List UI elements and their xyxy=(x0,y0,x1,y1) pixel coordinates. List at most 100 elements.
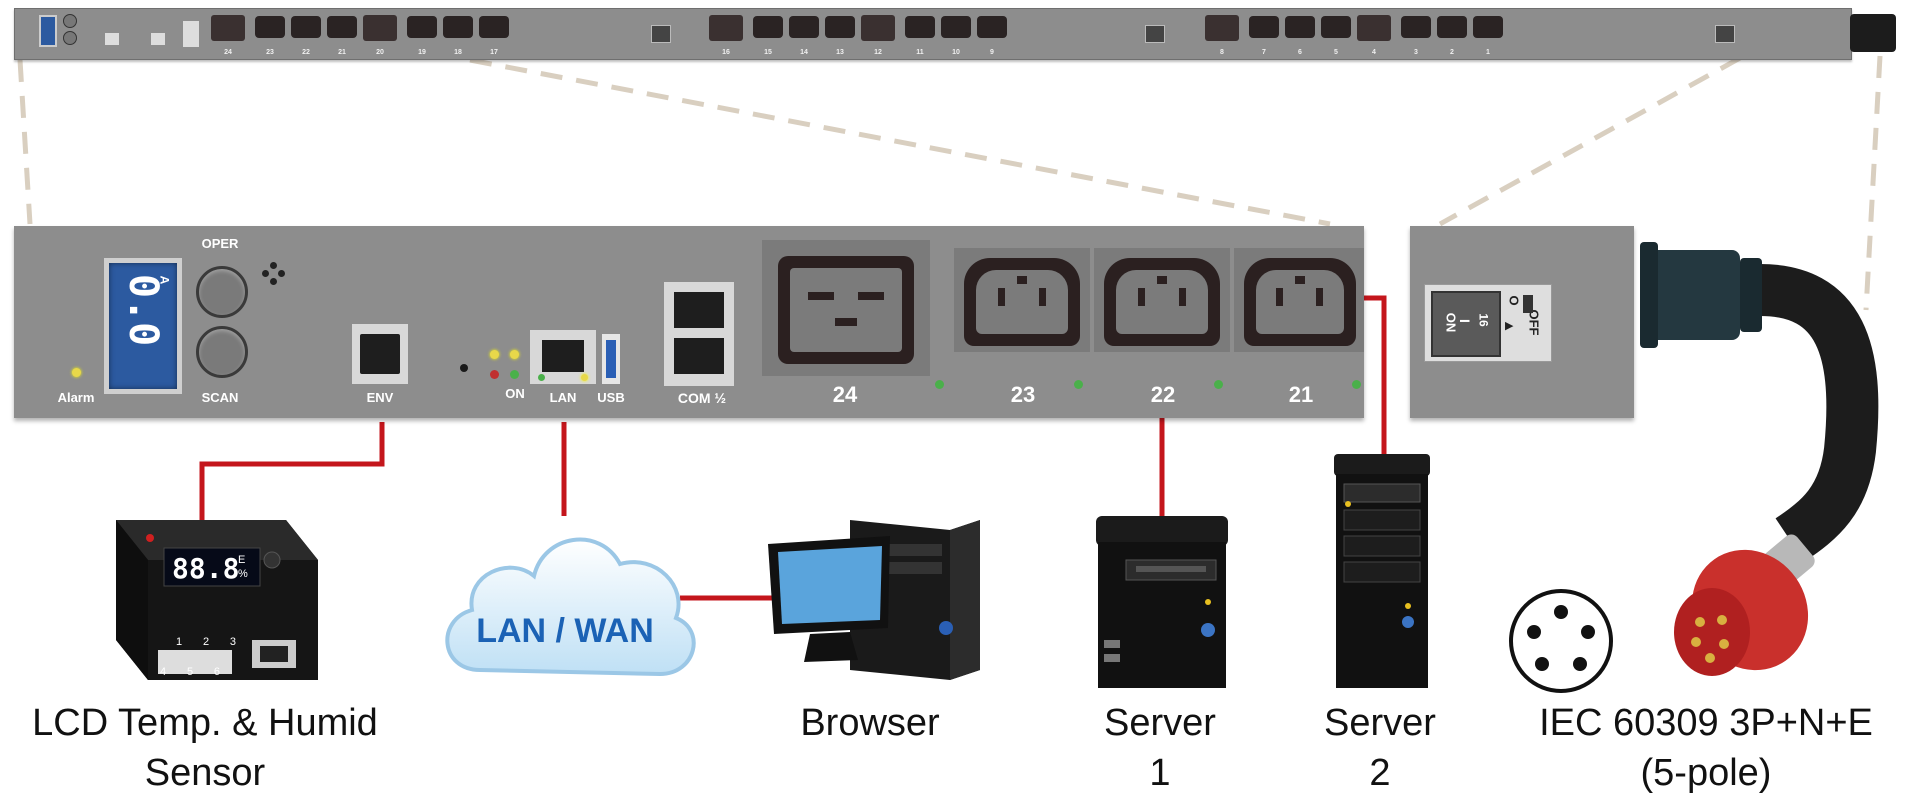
mini-outlet-9 xyxy=(977,16,1007,38)
com-port[interactable] xyxy=(664,282,734,386)
outlet-24-label: 24 xyxy=(832,382,858,407)
mini-outlet-label-16: 16 xyxy=(722,49,730,56)
mini-lan-port xyxy=(151,33,165,45)
display-unit: A xyxy=(157,275,172,285)
alarm-led xyxy=(72,368,81,377)
scan-button[interactable] xyxy=(196,326,248,378)
mini-outlet-label-23: 23 xyxy=(266,49,274,56)
sensor-caption: LCD Temp. & Humid Sensor xyxy=(0,698,410,798)
sensor-led xyxy=(146,534,154,542)
sensor-keypad xyxy=(158,650,232,674)
reset-pinhole[interactable] xyxy=(460,364,468,372)
outlet-21-led xyxy=(1352,380,1361,389)
zoom-guide-mid xyxy=(469,57,1331,227)
outlet-21[interactable] xyxy=(1244,258,1356,346)
mini-outlet-10 xyxy=(941,16,971,38)
server1-caption: Server 1 xyxy=(1080,698,1240,798)
mini-outlet-label-22: 22 xyxy=(302,49,310,56)
oper-button[interactable] xyxy=(196,266,248,318)
breaker-switch-slot xyxy=(1523,295,1533,313)
usb-label: USB xyxy=(597,390,625,405)
status-led-2 xyxy=(510,350,519,359)
env-port[interactable] xyxy=(352,324,408,384)
breaker-rating: 16 xyxy=(1476,313,1491,327)
browser-computer xyxy=(768,520,980,680)
plug-caption-line2: (5-pole) xyxy=(1640,752,1772,794)
mini-plug-connector xyxy=(1850,14,1896,52)
status-led-3 xyxy=(490,370,499,379)
key-2: 2 xyxy=(202,636,210,648)
mini-outlet-13 xyxy=(825,16,855,38)
status-led-1 xyxy=(490,350,499,359)
mini-outlet-7 xyxy=(1249,16,1279,38)
mini-outlet-23 xyxy=(255,16,285,38)
mini-com-port xyxy=(183,21,199,47)
mini-outlet-label-20: 20 xyxy=(376,49,384,56)
breaker-toggle[interactable]: ON I 16 xyxy=(1431,291,1501,357)
mini-outlet-label-4: 4 xyxy=(1372,49,1376,56)
mini-outlet-15 xyxy=(753,16,783,38)
mini-outlet-label-13: 13 xyxy=(836,49,844,56)
sensor-caption-line1: LCD Temp. & Humid xyxy=(32,702,378,744)
mini-outlet-label-7: 7 xyxy=(1262,49,1266,56)
usb-port[interactable] xyxy=(602,334,620,384)
outlet-24-led xyxy=(935,380,944,389)
lan-port[interactable] xyxy=(530,330,596,384)
mini-outlet-label-21: 21 xyxy=(338,49,346,56)
mini-outlet-11 xyxy=(905,16,935,38)
key-4: 4 xyxy=(160,666,167,678)
zoom-guide-left xyxy=(17,59,33,225)
current-display: 0.0 A xyxy=(104,258,182,394)
sensor-caption-line2: Sensor xyxy=(144,752,266,794)
breaker-i-label: I xyxy=(1456,319,1473,323)
plug-caption-line1: IEC 60309 3P+N+E xyxy=(1539,702,1873,744)
mini-outlet-label-18: 18 xyxy=(454,49,462,56)
arrow-icon: ▶ xyxy=(1505,320,1514,332)
outlet-24[interactable] xyxy=(778,256,914,364)
mini-outlet-label-12: 12 xyxy=(874,49,882,56)
outlet-21-label: 21 xyxy=(1288,382,1314,407)
mini-outlet-22 xyxy=(291,16,321,38)
mini-outlet-label-11: 11 xyxy=(916,49,924,56)
server2-caption: Server 2 xyxy=(1300,698,1460,798)
circuit-breaker[interactable]: ON I 16 O ▶ OFF xyxy=(1424,284,1552,362)
server-1 xyxy=(1096,516,1228,688)
oper-label: OPER xyxy=(201,236,239,251)
scan-label: SCAN xyxy=(201,390,239,405)
browser-caption: Browser xyxy=(800,702,940,744)
outlet-22[interactable] xyxy=(1104,258,1220,346)
mini-outlet-label-14: 14 xyxy=(800,49,808,56)
plug-iec60309 xyxy=(1674,534,1815,676)
mini-breaker-1 xyxy=(651,25,671,43)
mini-outlet-3 xyxy=(1401,16,1431,38)
mini-outlet-1 xyxy=(1473,16,1503,38)
mini-scan-button xyxy=(63,31,77,45)
server1-caption-line1: Server xyxy=(1104,702,1216,744)
outlet-22-label: 22 xyxy=(1150,382,1176,407)
cable-env-sensor xyxy=(199,422,385,520)
outlet-23[interactable] xyxy=(964,258,1080,346)
speaker-icon xyxy=(262,262,286,286)
mini-outlet-18 xyxy=(443,16,473,38)
mini-outlet-5 xyxy=(1321,16,1351,38)
server2-caption-line2: 2 xyxy=(1369,752,1391,794)
breaker-o-label: O xyxy=(1506,295,1522,306)
sensor-lcd xyxy=(163,547,261,587)
zoom-guides xyxy=(17,55,1883,311)
power-cord xyxy=(1640,242,1879,676)
key-6: 6 xyxy=(213,666,220,678)
mini-outlet-21 xyxy=(327,16,357,38)
outlet-23-led xyxy=(1074,380,1083,389)
alarm-label: Alarm xyxy=(57,390,95,405)
sensor-unit-e: E xyxy=(238,554,246,566)
mini-display xyxy=(39,15,57,47)
five-pole-pinout-icon xyxy=(1509,589,1613,693)
mini-outlet-label-3: 3 xyxy=(1414,49,1418,56)
mini-env-port xyxy=(105,33,119,45)
sensor-reading: 88.8 xyxy=(172,552,240,585)
zoom-guide-right xyxy=(1438,55,1742,227)
mini-outlet-12 xyxy=(861,15,895,41)
outlet-23-label: 23 xyxy=(1010,382,1036,407)
